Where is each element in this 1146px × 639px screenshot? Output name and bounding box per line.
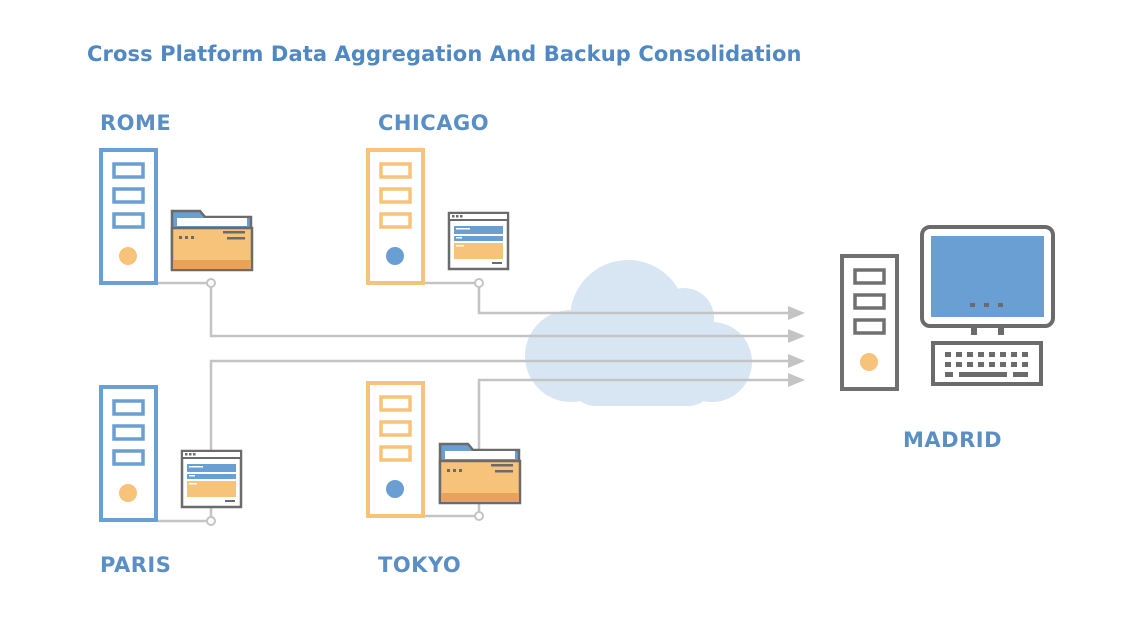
cloud-icon (525, 260, 752, 406)
tokyo-node (366, 381, 522, 518)
arrowhead-icon (788, 354, 805, 368)
arrowhead-icon (788, 329, 805, 343)
server-icon (366, 148, 425, 285)
arrowhead-icon (788, 306, 805, 320)
folder-icon (438, 442, 522, 505)
connector-tokyo (425, 378, 792, 518)
label-paris: PARIS (100, 553, 172, 577)
server-icon (366, 381, 425, 518)
folder-icon (170, 209, 254, 272)
label-rome: ROME (100, 111, 172, 135)
document-window-icon (180, 449, 243, 509)
page-title: Cross Platform Data Aggregation And Back… (87, 42, 802, 66)
keyboard-icon (931, 341, 1043, 386)
chicago-node (366, 148, 510, 285)
connector-arrowheads (788, 306, 805, 387)
desktop-computer-icon (920, 225, 1055, 386)
server-icon (99, 148, 158, 285)
server-icon (99, 385, 158, 522)
connector-lines (158, 281, 792, 523)
label-chicago: CHICAGO (378, 111, 490, 135)
connector-paris (158, 359, 792, 523)
document-window-icon (447, 211, 510, 271)
paris-node (99, 385, 243, 522)
connector-chicago (425, 281, 792, 315)
rome-node (99, 148, 254, 285)
connector-joints (206, 278, 484, 526)
label-tokyo: TOKYO (378, 553, 462, 577)
arrowhead-icon (788, 373, 805, 387)
madrid-node (840, 225, 1055, 391)
server-icon (840, 254, 899, 391)
connector-rome (158, 281, 792, 338)
label-madrid: MADRID (903, 428, 1002, 452)
monitor-icon (920, 225, 1055, 335)
